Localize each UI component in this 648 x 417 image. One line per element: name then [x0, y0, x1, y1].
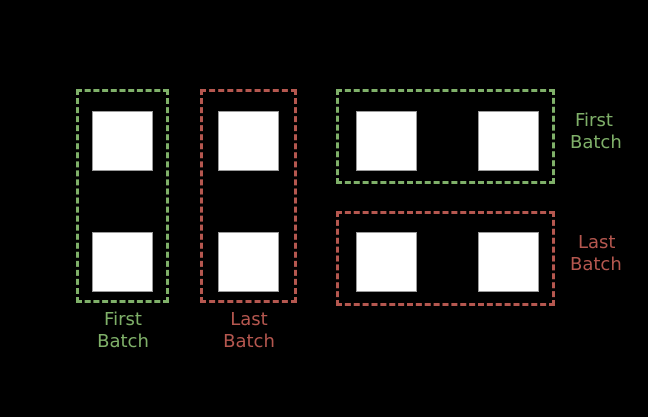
cell-right-row1-col1[interactable] — [356, 111, 417, 171]
label-right-last-batch-line2: Batch — [570, 254, 622, 275]
cell-left-col1-row1[interactable] — [92, 111, 153, 171]
cell-left-col2-row2[interactable] — [218, 232, 279, 292]
cell-right-row2-col2[interactable] — [478, 232, 539, 292]
cell-left-col1-row2[interactable] — [92, 232, 153, 292]
group-box-left-first-batch[interactable] — [76, 89, 169, 303]
group-box-left-last-batch[interactable] — [200, 89, 297, 303]
cell-left-col2-row1[interactable] — [218, 111, 279, 171]
group-box-right-last-batch[interactable] — [336, 211, 555, 306]
group-box-right-first-batch[interactable] — [336, 89, 555, 184]
label-left-last-batch-line2: Batch — [223, 331, 275, 352]
label-right-first-batch-line1: First — [575, 110, 613, 131]
cell-right-row2-col1[interactable] — [356, 232, 417, 292]
label-left-first-batch-line1: First — [104, 309, 142, 330]
label-left-first-batch-line2: Batch — [97, 331, 149, 352]
label-left-last-batch-line1: Last — [230, 309, 268, 330]
cell-right-row1-col2[interactable] — [478, 111, 539, 171]
label-right-first-batch-line2: Batch — [570, 132, 622, 153]
label-right-last-batch-line1: Last — [578, 232, 616, 253]
